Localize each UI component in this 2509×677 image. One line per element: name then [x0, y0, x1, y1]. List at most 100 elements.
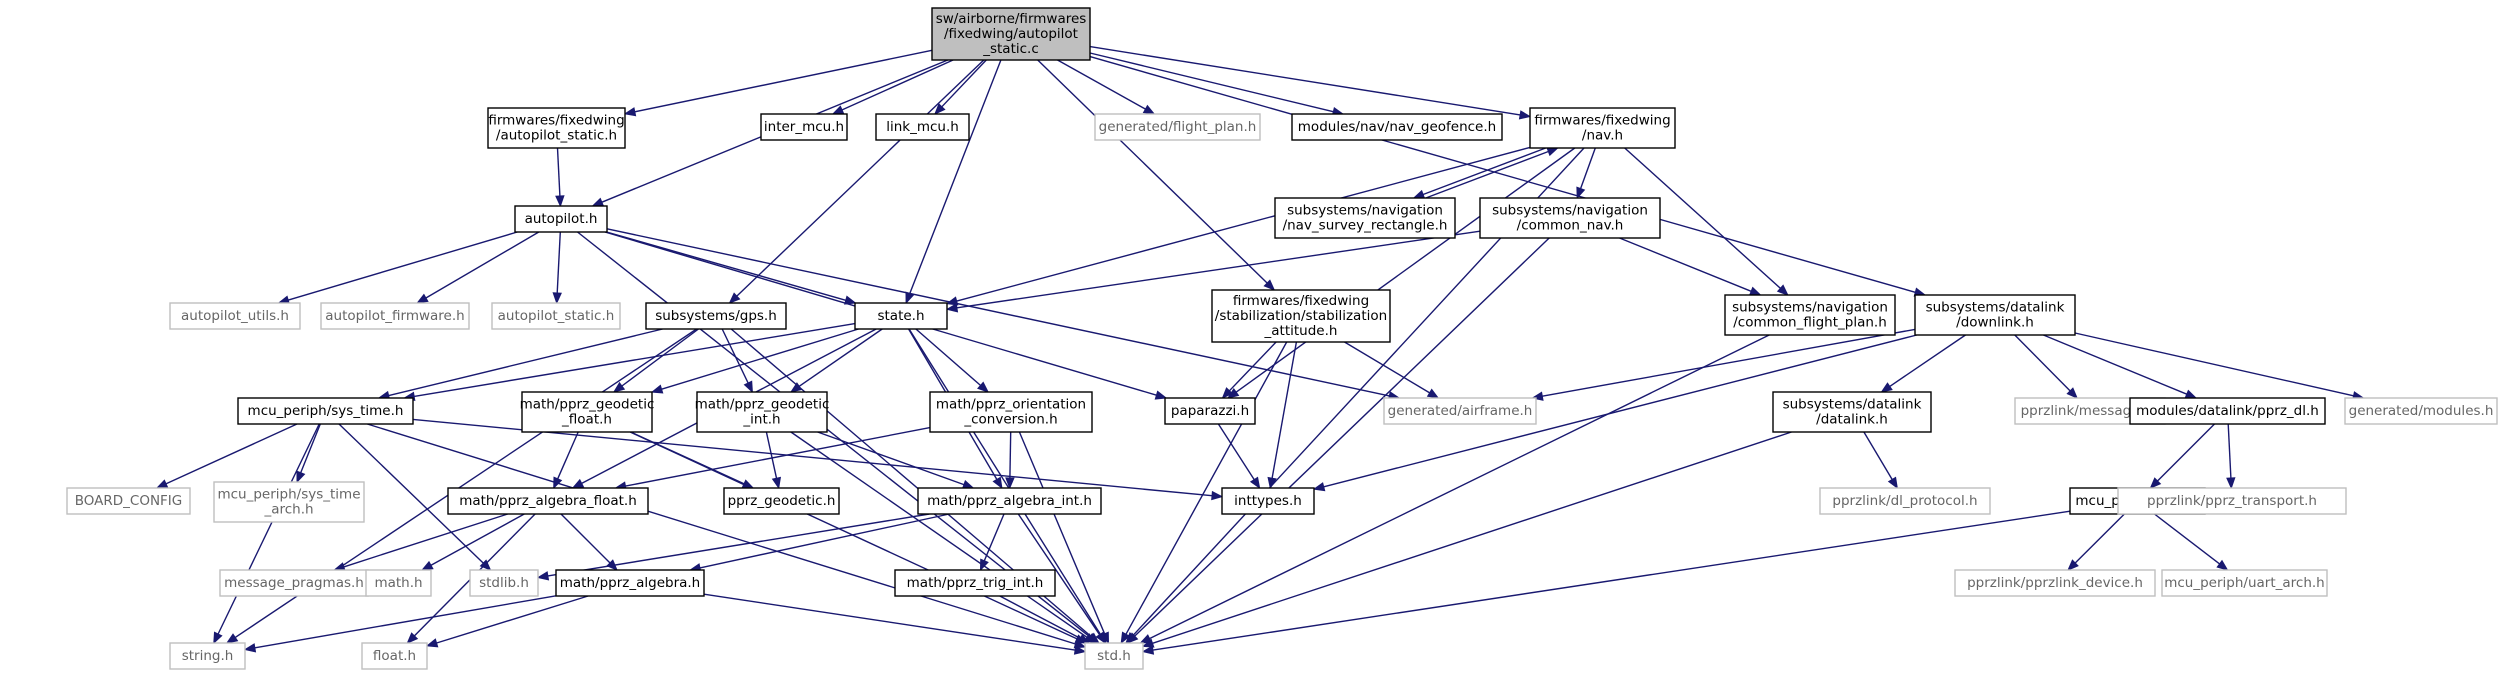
node-label: stdlib.h	[479, 575, 529, 591]
edge-line	[1624, 147, 1781, 289]
node-box	[696, 391, 828, 433]
arrowhead-icon	[728, 292, 741, 304]
node-gps[interactable]: subsystems/gps.h	[645, 302, 787, 330]
edge-line	[1089, 45, 1521, 116]
node-inter-mcu[interactable]: inter_mcu.h	[760, 113, 848, 141]
node-datalink[interactable]: subsystems/datalink/datalink.h	[1772, 391, 1932, 433]
node-geo-float[interactable]: math/pprz_geodetic_float.h	[520, 391, 655, 433]
edge-line	[606, 231, 846, 301]
node-label: autopilot_firmware.h	[325, 308, 464, 324]
node-label: /autopilot_static.h	[496, 128, 617, 144]
edge-common_nav-to-state	[945, 230, 1481, 313]
file-nodes: sw/airborne/firmwares/fixedwing/autopilo…	[66, 7, 2498, 670]
edge-line	[621, 328, 699, 387]
arrowhead-icon	[1518, 110, 1532, 120]
edge-line	[1152, 510, 2071, 651]
arrowhead-icon	[1077, 633, 1091, 644]
node-paparazzi[interactable]: paparazzi.h	[1164, 397, 1256, 425]
node-inttypes[interactable]: inttypes.h	[1221, 487, 1315, 515]
edge-line	[721, 328, 749, 384]
node-autopilot-firmware: autopilot_firmware.h	[320, 302, 470, 330]
edge-state-to-sys_time	[402, 322, 856, 401]
node-label: math/pprz_trig_int.h	[907, 575, 1044, 591]
node-autopilot-static: autopilot_static.h	[491, 302, 621, 330]
node-fw-autopilot-static-h[interactable]: firmwares/fixedwing/autopilot_static.h	[487, 107, 626, 149]
arrowhead-icon	[296, 470, 306, 484]
edge-paparazzi-to-inttypes	[1217, 423, 1261, 490]
node-downlink[interactable]: subsystems/datalink/downlink.h	[1914, 294, 2076, 336]
node-label: autopilot_static.h	[498, 308, 615, 324]
edge-algebra-to-std	[703, 593, 1087, 655]
node-label: math/pprz_geodetic	[695, 397, 830, 413]
node-nav-survey[interactable]: subsystems/navigation/nav_survey_rectang…	[1274, 197, 1456, 239]
node-link-mcu[interactable]: link_mcu.h	[875, 113, 970, 141]
edge-fw_nav-to-common_nav	[1576, 147, 1596, 200]
node-common-nav[interactable]: subsystems/navigation/common_nav.h	[1479, 197, 1661, 239]
node-trig-int[interactable]: math/pprz_trig_int.h	[894, 569, 1056, 597]
edge-line	[1125, 341, 1288, 635]
node-box	[875, 113, 970, 141]
node-label: subsystems/navigation	[1287, 203, 1443, 219]
arrowhead-icon	[743, 380, 753, 394]
node-label: _int.h	[742, 412, 780, 428]
edge-line	[1619, 237, 1752, 292]
node-label: /nav.h	[1582, 128, 1623, 144]
edge-line	[1057, 59, 1146, 110]
node-common-fp[interactable]: subsystems/navigation/common_flight_plan…	[1724, 294, 1896, 336]
node-fw-nav[interactable]: firmwares/fixedwing/nav.h	[1529, 107, 1676, 149]
node-label: math/pprz_algebra_float.h	[459, 493, 637, 509]
node-autopilot-h[interactable]: autopilot.h	[514, 205, 608, 233]
node-gen-modules: generated/modules.h	[2344, 397, 2498, 425]
node-label: firmwares/fixedwing	[1233, 293, 1369, 309]
node-root[interactable]: sw/airborne/firmwares/fixedwing/autopilo…	[931, 7, 1091, 61]
edge-line	[1089, 52, 1334, 113]
edge-line	[790, 431, 1088, 638]
edge-geo_int-to-std	[790, 431, 1097, 644]
node-label: math/pprz_orientation	[936, 397, 1086, 413]
edge-line	[2043, 334, 2188, 395]
node-algebra[interactable]: math/pprz_algebra.h	[555, 569, 705, 597]
edge-pprz_dl-to-uart	[2149, 423, 2215, 489]
node-label: string.h	[182, 648, 234, 664]
node-geo-int[interactable]: math/pprz_geodetic_int.h	[695, 391, 830, 433]
node-stab-att[interactable]: firmwares/fixedwing/stabilization/stabil…	[1211, 289, 1391, 343]
edge-sys_time-to-string	[213, 423, 320, 645]
arrowhead-icon	[1776, 284, 1789, 296]
arrowhead-icon	[1312, 482, 1326, 492]
edge-line	[699, 513, 950, 569]
arrowhead-icon	[591, 197, 605, 207]
edge-root-to-link_mcu	[933, 59, 987, 115]
node-nav-geofence[interactable]: modules/nav/nav_geofence.h	[1291, 113, 1503, 141]
node-state[interactable]: state.h	[854, 302, 948, 330]
edge-line	[254, 595, 557, 649]
arrowhead-icon	[1211, 490, 1224, 501]
edge-line	[547, 513, 930, 577]
edge-geo_float-to-algebra_float	[553, 431, 579, 490]
edge-line	[983, 513, 1005, 562]
arrowhead-icon	[571, 478, 585, 489]
node-algebra-float[interactable]: math/pprz_algebra_float.h	[447, 487, 649, 515]
node-label: pprzlink/pprz_transport.h	[2147, 493, 2317, 509]
node-geodetic[interactable]: pprz_geodetic.h	[723, 487, 840, 515]
node-orient-conv[interactable]: math/pprz_orientation_conversion.h	[929, 391, 1093, 433]
edge-line	[413, 322, 856, 398]
edge-downlink-to-datalink	[1880, 334, 1966, 393]
edge-line	[1235, 147, 1576, 393]
node-label: subsystems/datalink	[1926, 300, 2065, 316]
node-sys-time[interactable]: mcu_periph/sys_time.h	[237, 397, 414, 425]
node-msg-pragmas: message_pragmas.h	[219, 569, 369, 597]
node-string: string.h	[169, 642, 246, 670]
edge-root-to-stab_att	[1037, 59, 1276, 291]
edge-gps-to-geo_int	[721, 328, 753, 394]
node-algebra-int[interactable]: math/pprz_algebra_int.h	[917, 487, 1102, 515]
edge-line	[1217, 423, 1255, 480]
node-label: paparazzi.h	[1171, 403, 1249, 419]
node-box	[760, 113, 848, 141]
node-float: float.h	[361, 642, 428, 670]
node-label: pprzlink/messages.h	[2021, 403, 2160, 419]
edge-line	[2074, 513, 2125, 564]
node-pprz-dl[interactable]: modules/datalink/pprz_dl.h	[2129, 397, 2326, 425]
edge-line	[1009, 431, 1012, 479]
edge-line	[430, 513, 525, 566]
arrowhead-icon	[555, 195, 565, 208]
